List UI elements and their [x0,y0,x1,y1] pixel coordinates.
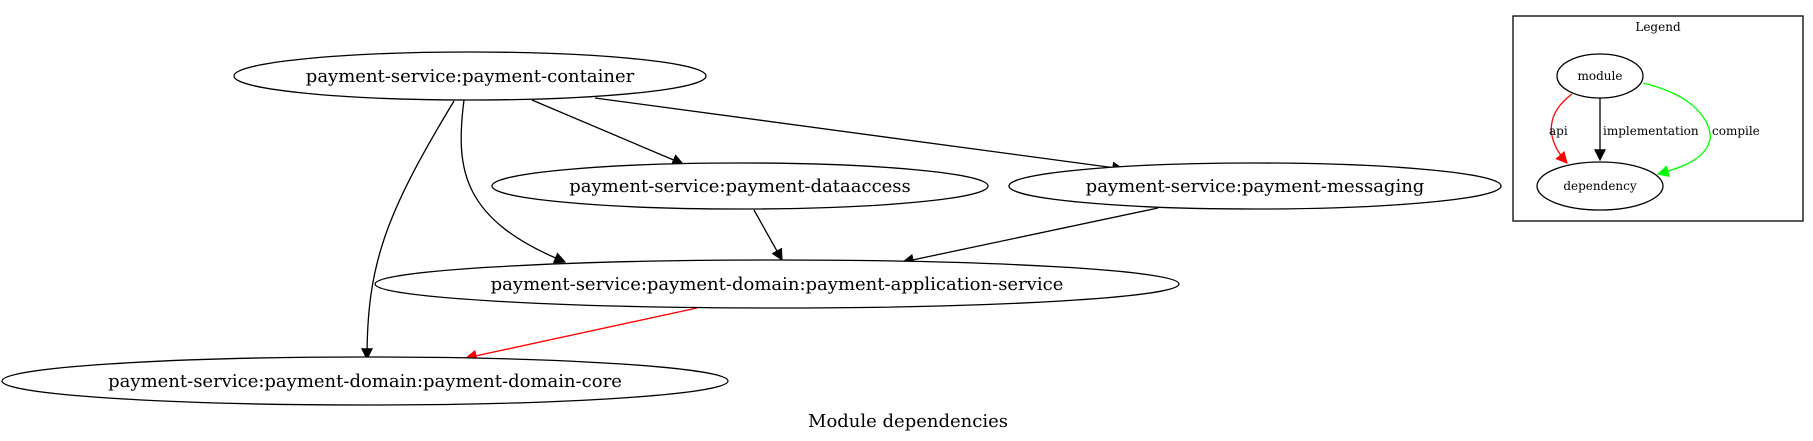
edge-container-to-dataaccess [531,99,685,166]
node-payment-container[interactable]: payment-service:payment-container [233,51,707,101]
edge-dataaccess-to-application [753,209,783,262]
legend-api-label: api [1549,124,1568,138]
node-payment-domain-core[interactable]: payment-service:payment-domain:payment-d… [1,356,729,406]
legend-edge-api [1550,93,1573,164]
legend-implementation-label: implementation [1603,124,1699,138]
legend-node-module: module [1556,53,1644,99]
legend-edge-compile [1642,82,1711,177]
graph-caption: Module dependencies [808,411,1008,432]
legend-title: Legend [1635,20,1681,34]
edge-container-to-core [361,100,455,361]
legend-dependency-label: dependency [1563,179,1637,193]
legend-module-label: module [1578,69,1623,83]
node-label: payment-service:payment-messaging [1086,176,1425,197]
node-label: payment-service:payment-domain:payment-d… [108,371,622,392]
node-label: payment-service:payment-dataaccess [569,176,911,197]
node-label: payment-service:payment-container [306,66,635,87]
node-payment-messaging[interactable]: payment-service:payment-messaging [1008,162,1502,210]
edge-application-to-core [464,307,698,362]
edges [361,97,1159,362]
edge-messaging-to-application [901,207,1159,266]
legend-compile-label: compile [1712,124,1760,138]
edge-container-to-application [460,99,567,264]
node-payment-dataaccess[interactable]: payment-service:payment-dataaccess [491,162,989,210]
legend-node-dependency: dependency [1536,161,1664,211]
edge-container-to-messaging [594,97,1125,174]
node-payment-application-service[interactable]: payment-service:payment-domain:payment-a… [374,259,1180,309]
legend: Legend module dependency api implementat… [1512,15,1804,222]
node-label: payment-service:payment-domain:payment-a… [491,274,1064,295]
